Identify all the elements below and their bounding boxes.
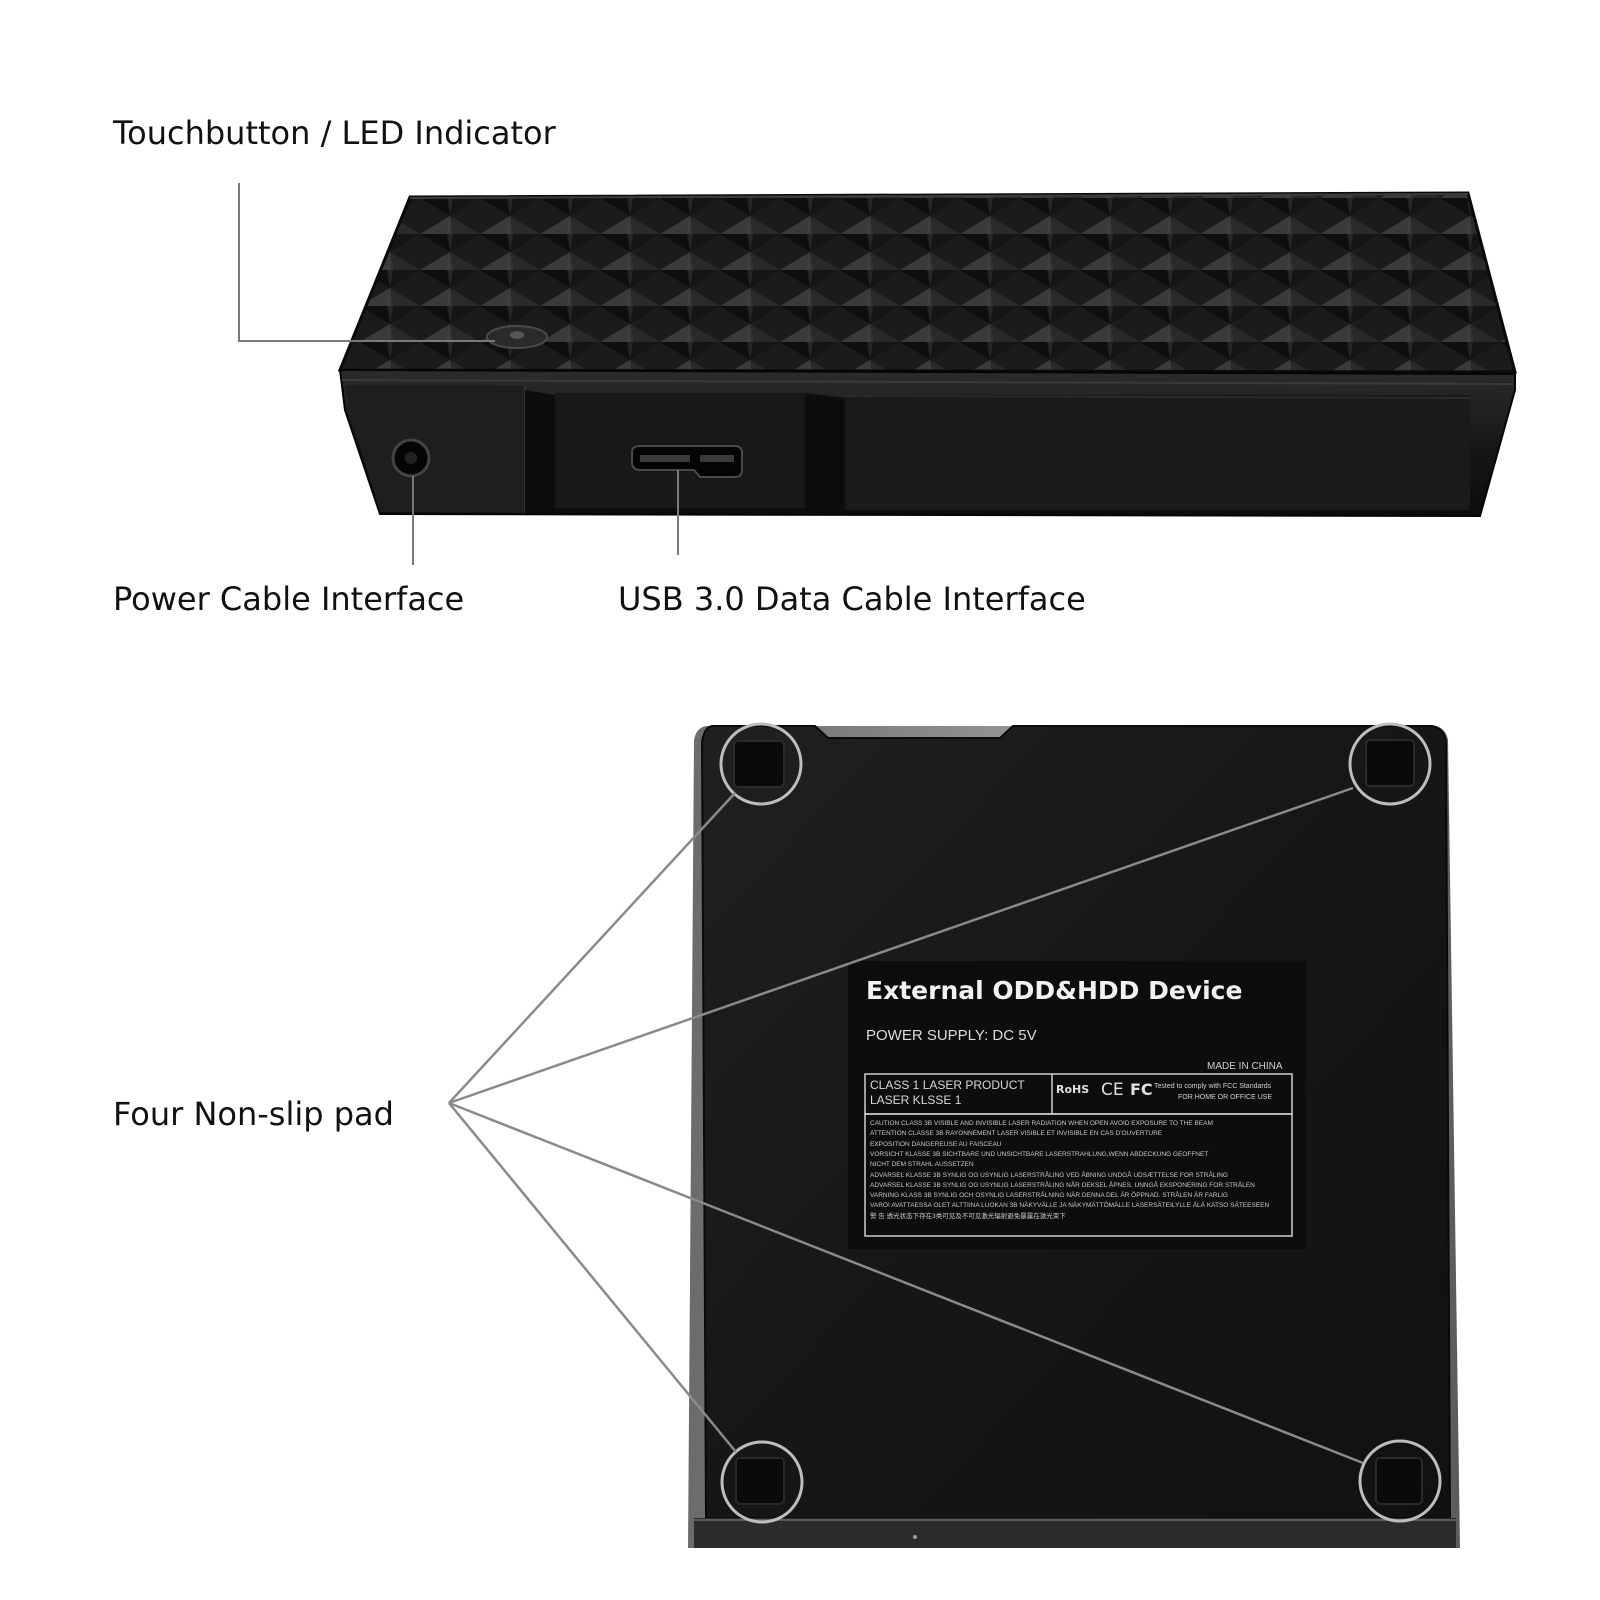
pad-highlight-circle: [720, 1440, 804, 1524]
label-fcc-tested: Tested to comply with FCC Standards: [1154, 1083, 1272, 1090]
label-warning-line: VARNING KLASS 3B SYNLIG OCH OSYNLIG LASE…: [870, 1192, 1228, 1200]
label-title: External ODD&HDD Device: [866, 976, 1243, 1005]
label-warning-line: VARO! AVATTAESSA OLET ALTTIINA LUOKAN 3B…: [870, 1202, 1270, 1210]
label-warning-line: VORSICHT KLASSE 3B SICHTBARE UND UNSICHT…: [870, 1150, 1209, 1158]
pad-highlight-circle: [719, 722, 803, 806]
usb-interface-label: USB 3.0 Data Cable Interface: [618, 580, 1086, 618]
label-warning-line: 警 告 透光状态下存在3类可见及不可见激光辐射避免暴露在激光束下: [870, 1212, 1066, 1220]
non-slip-pad: [733, 740, 785, 788]
label-warning-line: ADVARSEL KLASSE 3B SYNLIG OG USYNLIG LAS…: [870, 1171, 1228, 1179]
drive-top-view: [337, 191, 1517, 518]
drive-top-surface: [340, 193, 1515, 372]
ce-mark: CE: [1101, 1080, 1124, 1100]
label-warning-line: ATTENTION CLASSE 3B RAYONNEMENT LASER VI…: [870, 1130, 1163, 1138]
rohs-logo: RoHS: [1056, 1083, 1090, 1096]
top-callout-lines: [238, 183, 679, 565]
fcc-logo: FC: [1130, 1080, 1153, 1099]
label-made-in: MADE IN CHINA: [1207, 1061, 1283, 1072]
touchbutton-leader: [238, 183, 495, 342]
pad-highlight-circle: [1348, 722, 1432, 806]
label-class-line: CLASS 1 LASER PRODUCT: [870, 1078, 1025, 1092]
pad-highlight-circle: [1358, 1439, 1442, 1523]
label-laser-line: LASER KLSSE 1: [870, 1093, 962, 1107]
label-fcc-use: FOR HOME OR OFFICE USE: [1178, 1094, 1273, 1101]
non-slip-pad: [1365, 739, 1415, 787]
label-power-supply: POWER SUPPLY: DC 5V: [866, 1027, 1037, 1044]
usb-port: [631, 445, 743, 478]
drive-bottom-view: [688, 722, 1460, 1548]
pad-callout-lines: [448, 786, 1364, 1465]
label-warning-line: EXPOSITION DANGEREUSE AU FAISCEAU: [870, 1140, 1002, 1148]
label-warning-line: CAUTION CLASS 3B VISIBLE AND INVISIBLE L…: [870, 1120, 1213, 1127]
non-slip-pads-label: Four Non-slip pad: [113, 1095, 394, 1133]
product-label: [848, 961, 1306, 1249]
power-interface-label: Power Cable Interface: [113, 580, 465, 618]
label-warning-line: NICHT DEM STRAHL AUSSETZEN: [870, 1161, 974, 1169]
non-slip-pad: [1375, 1457, 1423, 1505]
touchbutton-label: Touchbutton / LED Indicator: [113, 114, 556, 152]
non-slip-pad: [735, 1457, 785, 1505]
label-warning-line: ADVARSEL KLASSE 3B SYNLIG OG USYNLIG LAS…: [870, 1181, 1255, 1189]
